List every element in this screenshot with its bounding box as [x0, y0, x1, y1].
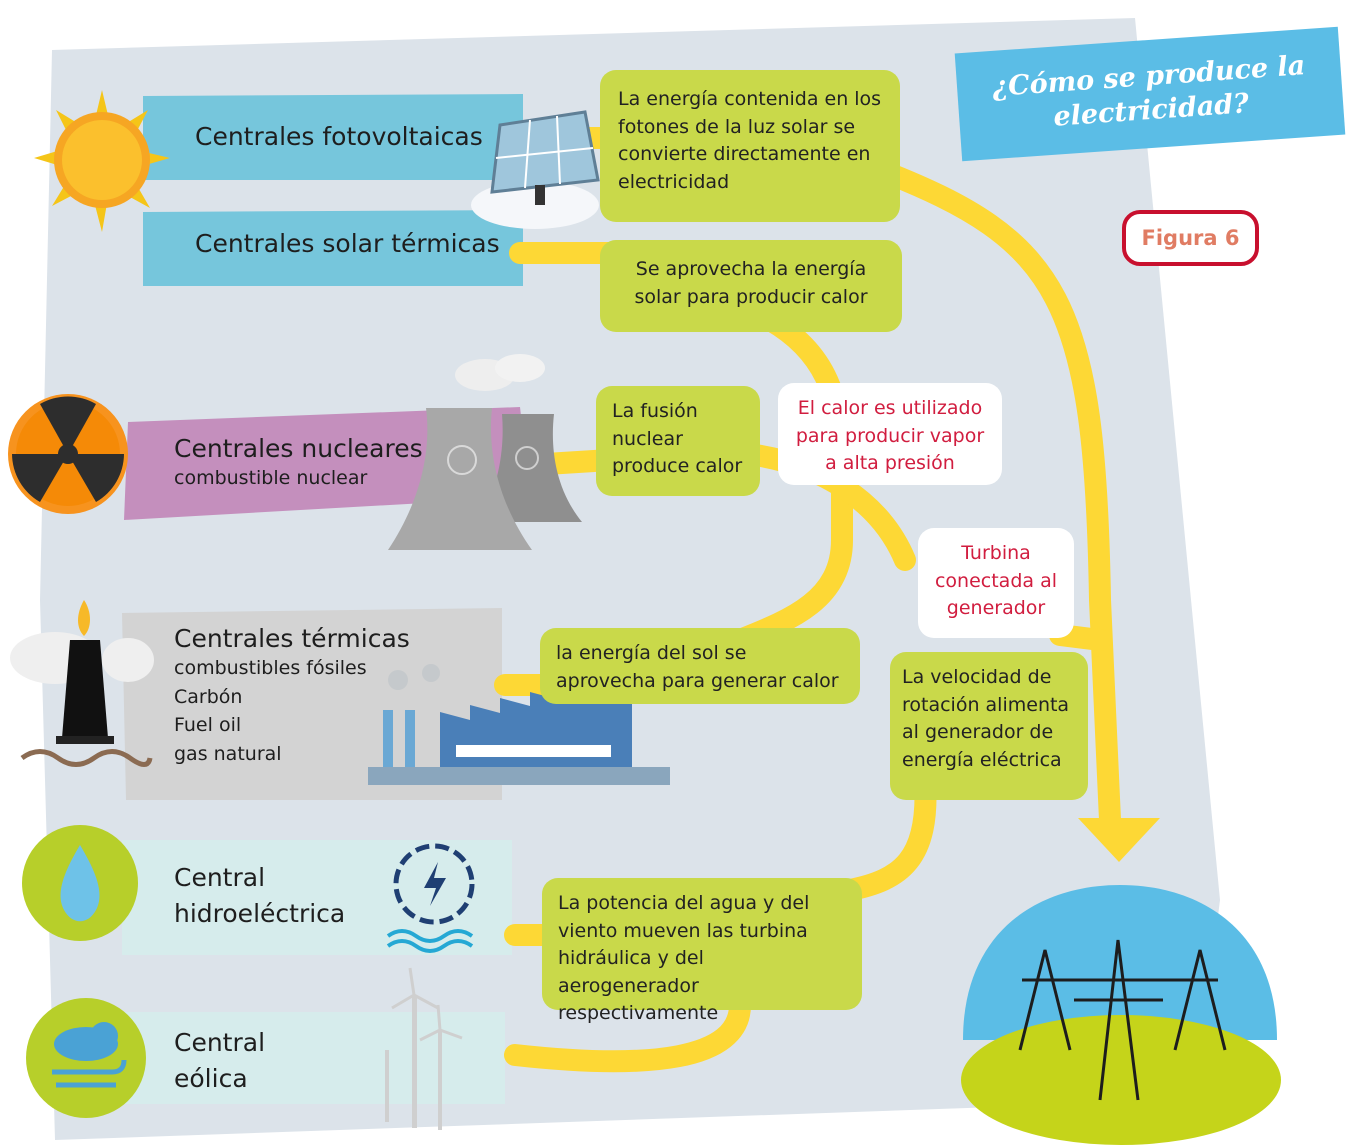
cloud-wind-icon — [26, 998, 146, 1118]
wind-line-1: Central — [174, 1028, 266, 1057]
source-label-solar-thermal: Centrales solar térmicas — [195, 229, 500, 258]
thermal-detail-4: gas natural — [174, 742, 282, 765]
oil-rig-icon — [10, 600, 154, 767]
power-tower-icon — [961, 885, 1281, 1145]
solar-panel-icon — [471, 110, 600, 229]
source-solar-thermal: Centrales solar térmicas — [195, 223, 500, 265]
thermal-detail-3: Fuel oil — [174, 714, 242, 736]
thermal-detail-1: combustibles fósiles — [174, 657, 367, 679]
source-thermal: Centrales térmicas combustibles fósiles … — [174, 624, 410, 768]
band-photovoltaic — [143, 94, 523, 180]
note-turbine: Turbina conectada al generador — [918, 528, 1074, 638]
sun-icon — [34, 90, 170, 232]
hydro-line-1: Central — [174, 863, 266, 892]
band-solar-thermal — [143, 210, 523, 286]
thermal-detail-2: Carbón — [174, 685, 243, 708]
note-steam: El calor es utilizado para producir vapo… — [778, 383, 1002, 485]
source-hydro: Central hidroeléctrica — [174, 860, 345, 933]
note-hydro-wind: La potencia del agua y del viento mueven… — [542, 878, 862, 1024]
source-detail-nuclear: combustible nuclear — [174, 467, 368, 489]
note-thermal: la energía del sol se aprovecha para gen… — [540, 628, 860, 704]
source-label-nuclear: Centrales nucleares — [174, 434, 423, 463]
source-photovoltaic: Centrales fotovoltaicas — [195, 110, 483, 164]
wind-turbine-icon — [385, 967, 463, 1130]
radiation-icon — [8, 394, 128, 514]
hydro-line-2: hidroeléctrica — [174, 899, 346, 929]
figure-label: Figura 6 — [1122, 210, 1259, 266]
source-wind: Central eólica — [174, 1025, 265, 1098]
source-label-photovoltaic: Centrales fotovoltaicas — [195, 122, 483, 151]
source-nuclear: Centrales nucleares combustible nuclear — [174, 434, 423, 493]
note-generator: La velocidad de rotación alimenta al gen… — [890, 652, 1088, 800]
note-solar-thermal: Se aprovecha la energía solar para produ… — [600, 240, 902, 332]
flow-lines — [494, 127, 1121, 1073]
water-turbine-icon — [386, 843, 475, 953]
source-label-thermal: Centrales térmicas — [174, 624, 410, 653]
flow-arrowhead — [1078, 818, 1160, 862]
water-drop-icon — [22, 825, 138, 941]
note-photovoltaic: La energía contenida en los fotones de l… — [600, 70, 900, 222]
cooling-tower-icon — [388, 354, 582, 550]
note-nuclear: La fusión nuclear produce calor — [596, 386, 760, 496]
wind-line-2: eólica — [174, 1064, 248, 1094]
